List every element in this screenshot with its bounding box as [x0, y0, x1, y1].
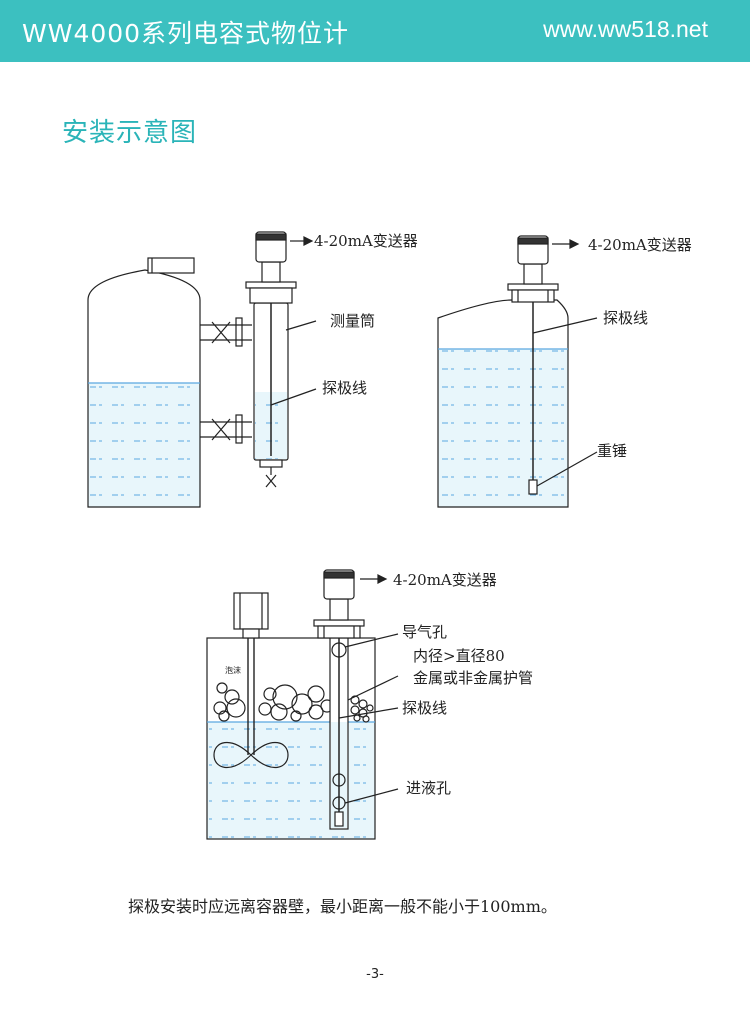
- d2-weight-label: 重锤: [597, 442, 627, 460]
- page-header: WW4000系列电容式物位计 www.ww518.net: [0, 0, 750, 62]
- header-title: WW4000系列电容式物位计: [22, 19, 350, 48]
- d3-vent-label: 导气孔: [402, 623, 447, 641]
- d2-probe-label: 探极线: [603, 309, 648, 327]
- page-number: -3-: [366, 967, 384, 982]
- diagram-top-mount-weight: [437, 235, 598, 508]
- d3-probe-label: 探极线: [402, 699, 447, 717]
- d3-foam-label: 泡沫: [225, 665, 241, 675]
- section-title: 安装示意图: [62, 118, 198, 148]
- d3-transmitter-label: 4-20mA变送器: [393, 571, 497, 589]
- d2-transmitter-label: 4-20mA变送器: [588, 236, 692, 254]
- d3-pipe-label-line1: 内径>直径80: [413, 647, 505, 665]
- d3-pipe-label-line2: 金属或非金属护管: [413, 669, 533, 687]
- d1-tube-label: 测量筒: [330, 312, 375, 330]
- header-url[interactable]: www.ww518.net: [543, 16, 708, 42]
- d1-transmitter-label: 4-20mA变送器: [314, 232, 418, 250]
- installation-note: 探极安装时应远离容器壁，最小距离一般不能小于100mm。: [128, 897, 557, 916]
- d3-inlet-label: 进液孔: [406, 779, 451, 797]
- diagram-side-mount: [87, 231, 317, 508]
- diagram-agitated-tank: [206, 569, 399, 840]
- d1-probe-label: 探极线: [322, 379, 367, 397]
